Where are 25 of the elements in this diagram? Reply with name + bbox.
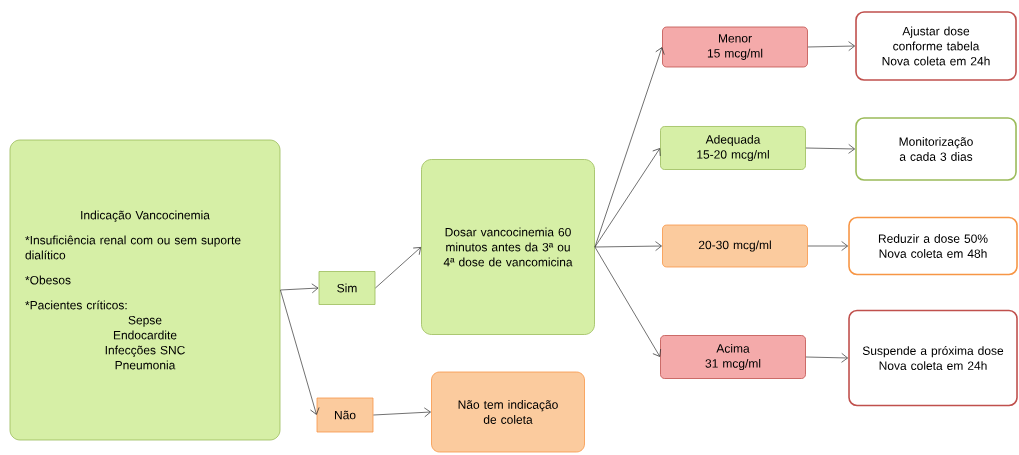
arrow (807, 241, 848, 251)
action-box: Reduzir a dose 50% Nova coleta em 48h (848, 216, 1018, 276)
arrow (805, 144, 855, 154)
outcome-box: Não tem indicação de coleta (431, 371, 585, 453)
arrow (805, 353, 848, 363)
action-box: Monitorização a cada 3 dias (855, 117, 1017, 181)
result-box: Menor 15 mcg/ml (662, 26, 808, 68)
result-box: 20-30 mcg/ml (662, 224, 808, 268)
arrow (594, 246, 661, 357)
answer-box: Sim (318, 271, 376, 305)
result-box: Acima 31 mcg/ml (660, 335, 806, 379)
result-box: Adequada 15-20 mcg/ml (660, 126, 806, 170)
arrow (280, 283, 319, 294)
process-box: Dosar vancocinemia 60 minutos antes da 3ª ou 4ª dose de vancomicina (421, 159, 595, 335)
answer-box: Não (316, 397, 374, 433)
indication-box: Indicação Vancocinemia *Insuficiência renal com ou sem suporte dialítico *Obesos *Pacientes críticos: Sepse Endocardite Infecções SNC Pneumonia (9, 139, 281, 441)
arrow (280, 289, 320, 415)
arrow (594, 148, 661, 248)
arrow (373, 407, 431, 418)
arrow (375, 247, 422, 289)
arrow (594, 47, 665, 248)
action-box: Suspende a próxima dose Nova coleta em 24h (848, 309, 1018, 407)
arrow (807, 41, 855, 51)
action-box: Ajustar dose conforme tabela Nova coleta em 24h (855, 11, 1017, 81)
arrow (594, 241, 662, 251)
